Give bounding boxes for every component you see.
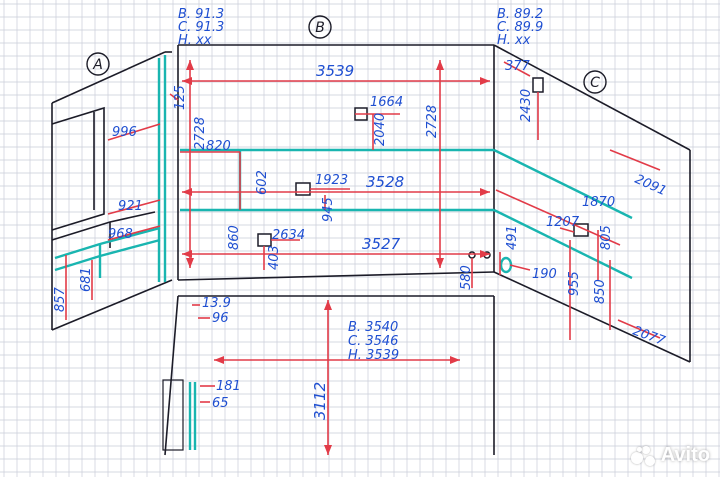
wall-b-band-height: 602 (255, 170, 270, 195)
corner-right-n: H. xx (497, 33, 531, 48)
wall-b-marker: B (315, 20, 325, 36)
wall-c-top-small: 377 (505, 59, 531, 74)
wall-b-pipe-height: 580 (459, 265, 474, 290)
wall-a-radiator: 968 (108, 227, 133, 242)
teal-pipework (54, 55, 633, 450)
corner-left-n: H. xx (178, 33, 212, 48)
wall-b-width-low: 3527 (362, 235, 401, 253)
wall-a-marker: A (92, 57, 103, 73)
corner-right-v: B. 89.2 (497, 7, 543, 22)
wall-c-lower-b: 850 (593, 279, 608, 304)
wall-a-low-b: 681 (79, 267, 94, 292)
wall-a-low-a: 857 (53, 286, 68, 312)
wall-c-outlet-h: 805 (599, 225, 614, 250)
wall-b-outlet-top-x: 1664 (370, 95, 403, 110)
wall-c-outlet-x: 1207 (546, 215, 580, 230)
labels-vertical: 2728 2728 602 860 2040 945 403 580 125 8… (53, 85, 669, 420)
wall-b-outlet-mid-x: 1923 (315, 173, 348, 188)
dimension-lines (65, 60, 661, 455)
ceiling-d2: 96 (212, 311, 229, 326)
wall-a-sill: 921 (118, 199, 143, 214)
wall-b-height-right: 2728 (425, 105, 440, 138)
room-outline (51, 44, 691, 456)
labels-blue: B. 91.3 C. 91.3 H. xx B. 89.2 C. 89.9 H.… (108, 7, 615, 411)
wall-markers: A B C (86, 15, 607, 94)
ceiling-d1: 13.9 (202, 296, 231, 311)
wall-b-top-width: 3539 (316, 62, 354, 80)
wall-c-band: 1870 (582, 195, 615, 210)
avito-logo-icon (630, 445, 657, 466)
corner-right-s: C. 89.9 (497, 20, 543, 35)
avito-watermark: Avito (630, 444, 710, 467)
wall-c-lower-a: 955 (567, 271, 582, 296)
wall-c-diag-top: 2091 (632, 172, 668, 199)
wall-b-base-height: 860 (227, 225, 242, 250)
wall-b-outlet-top-y: 2040 (373, 113, 388, 146)
wall-b-width-mid: 3528 (366, 173, 404, 191)
wall-b-outlet-low-y: 403 (267, 245, 282, 270)
ceiling-depth: 3112 (311, 382, 329, 420)
ceiling-d4: 65 (212, 396, 229, 411)
wall-c-bottom-diag: 2077 (631, 324, 668, 350)
wall-c-marker: C (590, 75, 600, 91)
ceiling-d3: 181 (216, 379, 241, 394)
wall-c-outlet-y: 2430 (519, 89, 534, 122)
wall-b-outlet-mid-y: 945 (321, 197, 336, 222)
wall-b-outlet-low-x: 2634 (272, 228, 305, 243)
ceiling-width-s: C. 3546 (348, 334, 398, 349)
dimension-arrowheads (182, 60, 490, 455)
corner-left-s: C. 91.3 (178, 20, 224, 35)
ceiling-width-n: H. 3539 (348, 348, 399, 363)
wall-b-band-offset: 820 (206, 139, 231, 154)
corner-left-v: B. 91.3 (178, 7, 224, 22)
wall-b-height-left: 2728 (193, 117, 208, 150)
wall-c-pipe-b: 190 (532, 267, 557, 282)
ceiling-width-v: B. 3540 (348, 320, 398, 335)
wall-c-pipe-a: 491 (505, 225, 520, 250)
avito-watermark-text: Avito (660, 444, 710, 466)
wall-a-window-span: 996 (112, 125, 137, 140)
wall-a-column: 125 (173, 85, 188, 110)
